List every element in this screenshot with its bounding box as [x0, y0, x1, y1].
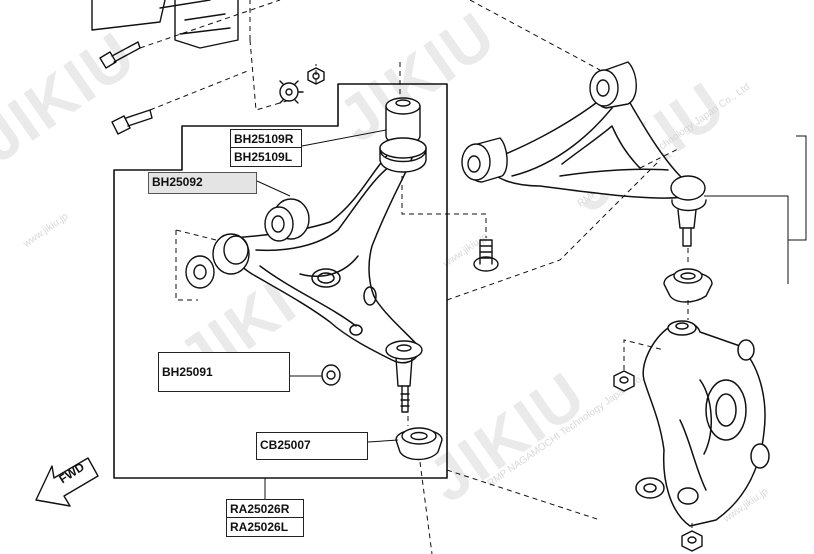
dashed-line [446, 469, 601, 521]
dashed-line [639, 147, 681, 169]
upper-control-arm [483, 95, 693, 199]
dashed-line [401, 176, 487, 238]
steering-knuckle [635, 320, 770, 527]
label-bh25092: BH25092 [148, 172, 257, 194]
nut-right [613, 370, 635, 392]
upper-arm-bushings [461, 61, 637, 183]
dashed-line [175, 229, 217, 241]
label-bh25109l: BH25109L [230, 147, 302, 167]
dashed-line [175, 230, 198, 301]
center-bolt [473, 239, 499, 272]
dust-boot [395, 427, 443, 461]
fwd-arrow [35, 457, 99, 507]
front-bushing [185, 233, 250, 289]
label-bh25091: BH25091 [158, 352, 290, 392]
label-ra25026l: RA25026L [226, 517, 304, 537]
dashed-line [446, 159, 661, 301]
lower-ball-joint [385, 340, 423, 413]
label-bh25109r: BH25109R [230, 129, 302, 149]
dashed-line [469, 0, 601, 71]
dashed-line [139, 0, 281, 49]
dashed-line [249, 39, 291, 111]
knuckle-nut [681, 530, 703, 552]
leader-line [367, 439, 399, 443]
label-cb25007: CB25007 [256, 432, 368, 460]
upper-dust-boot [663, 268, 713, 303]
rear-bushing [264, 198, 310, 242]
subframe-bracket [91, 0, 239, 49]
upper-ball-joint [670, 175, 707, 247]
nut-small [321, 364, 341, 386]
leader-line [256, 180, 291, 197]
leader-line [301, 129, 387, 147]
bracket-line [787, 135, 807, 284]
vertical-bushing [379, 97, 427, 173]
label-ra25026r: RA25026R [226, 499, 304, 519]
dashed-line [149, 69, 251, 111]
bolt-lower [111, 109, 153, 135]
dashed-line [419, 461, 433, 554]
lower-control-arm [230, 149, 421, 364]
dashed-line [623, 339, 665, 370]
washer-nut [279, 67, 325, 104]
bolt-upper [99, 41, 141, 69]
bracket-line [704, 195, 789, 240]
lower-arm-frame [113, 83, 448, 479]
